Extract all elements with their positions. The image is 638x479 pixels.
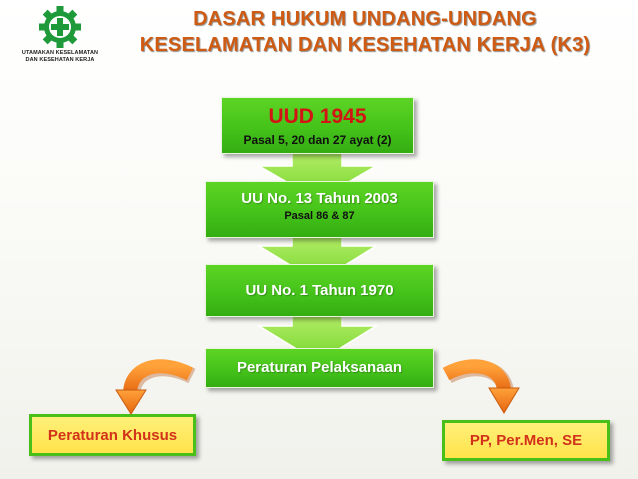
uud-title: UUD 1945: [268, 105, 367, 128]
logo-line-1: UTAMAKAN KESELAMATAN: [21, 50, 99, 56]
uu-1-1970-box: UU No. 1 Tahun 1970: [205, 264, 434, 317]
peraturan-khusus-box: Peraturan Khusus: [29, 414, 196, 456]
uu1-title: UU No. 1 Tahun 1970: [245, 282, 394, 299]
k3-logo: UTAMAKAN KESELAMATAN DAN KESEHATAN KERJA: [8, 6, 112, 68]
uud-1945-box: UUD 1945 Pasal 5, 20 dan 27 ayat (2): [221, 97, 414, 154]
curved-arrow-left-icon: [115, 359, 196, 415]
uu13-title: UU No. 13 Tahun 2003: [241, 190, 398, 207]
peraturan-pelaksanaan-box: Peraturan Pelaksanaan: [205, 348, 434, 388]
logo-caption: UTAMAKAN KESELAMATAN DAN KESEHATAN KERJA: [8, 50, 112, 64]
uud-detail: Pasal 5, 20 dan 27 ayat (2): [243, 133, 392, 147]
uu-13-2003-box: UU No. 13 Tahun 2003 Pasal 86 & 87: [205, 181, 434, 238]
logo-line-2: DAN KESEHATAN KERJA: [25, 57, 95, 63]
uu13-detail: Pasal 86 & 87: [284, 210, 355, 222]
page-title-line-2: KESELAMATAN DAN KESEHATAN KERJA (K3): [139, 34, 591, 56]
page-title-line-1: DASAR HUKUM UNDANG-UNDANG: [193, 8, 537, 30]
pp-permen-se-box: PP, Per.Men, SE: [442, 420, 610, 461]
curved-arrow-right-icon: [442, 359, 520, 414]
pelaksanaan-title: Peraturan Pelaksanaan: [236, 359, 403, 376]
gear-cross-icon: [39, 6, 81, 48]
